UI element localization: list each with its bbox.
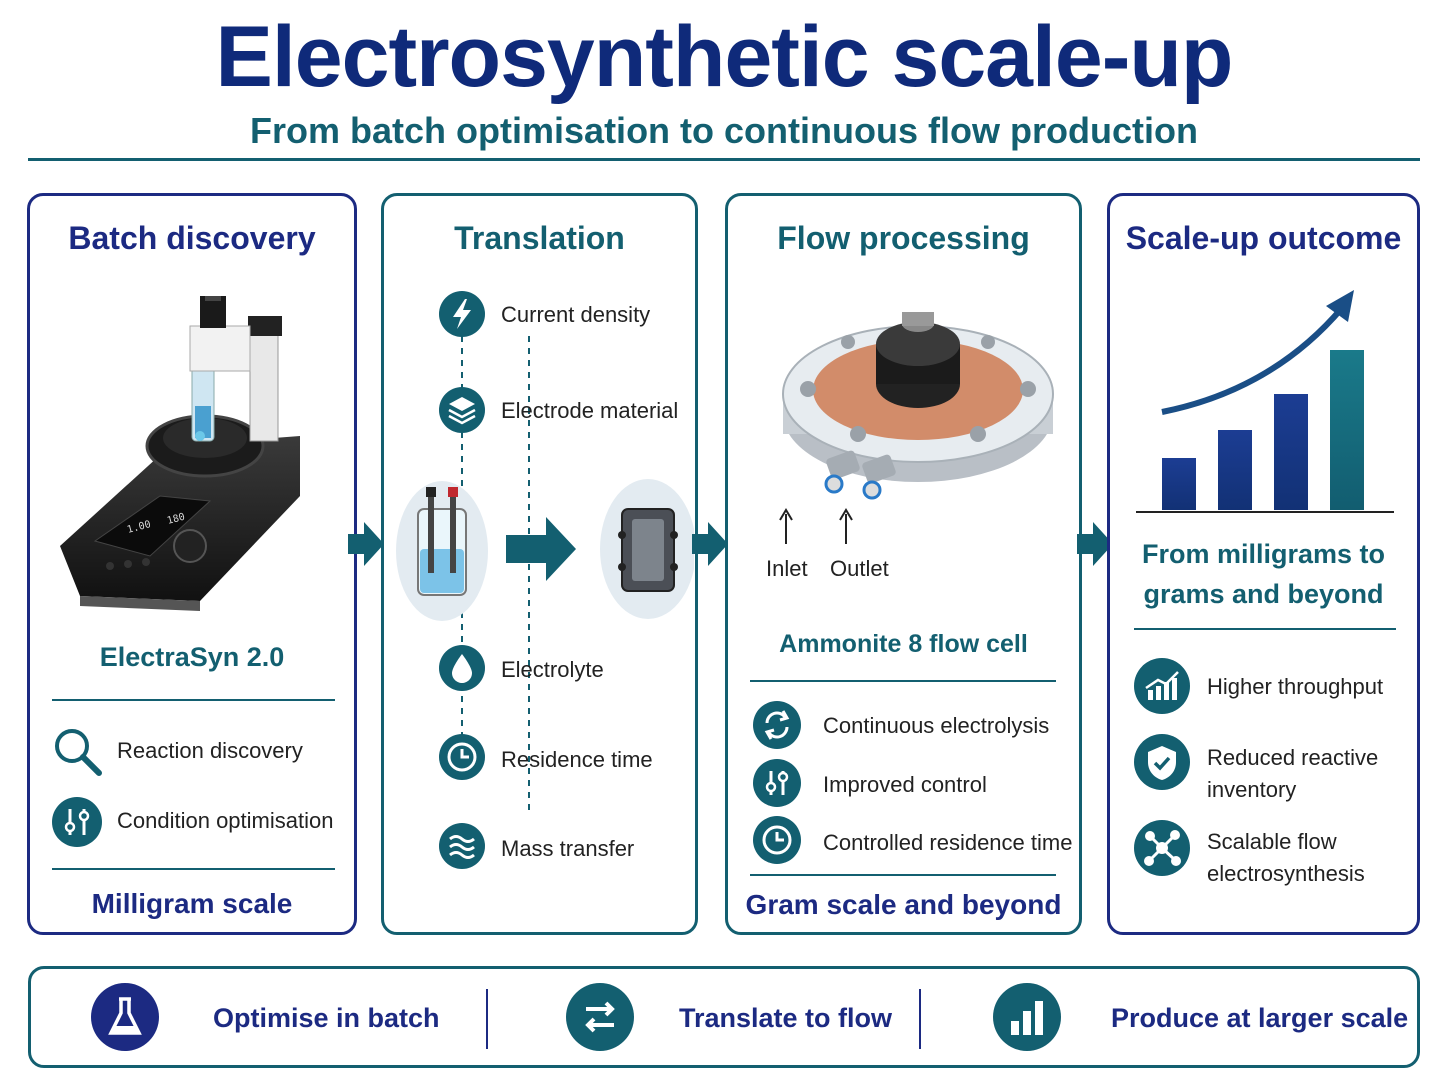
list-item: Scalable flow electrosynthesis	[1207, 826, 1365, 890]
list-item: Current density	[501, 302, 651, 327]
flow-cell-illustration	[782, 312, 1054, 500]
device-label: Ammonite 8 flow cell	[779, 630, 1028, 658]
flask-icon	[91, 983, 159, 1051]
list-item: Reaction discovery	[117, 738, 303, 763]
svg-text:180: 180	[166, 512, 186, 527]
network-icon	[1134, 820, 1190, 876]
header-divider	[28, 158, 1420, 161]
list-item: Reduced reactive inventory	[1207, 742, 1378, 806]
outcome-summary: From milligrams to grams and beyond	[1110, 534, 1417, 614]
list-item-line: electrosynthesis	[1207, 861, 1365, 886]
list-item: Higher throughput	[1207, 674, 1384, 699]
outlet-label: Outlet	[830, 556, 889, 581]
panel-title: Flow processing	[777, 220, 1030, 256]
scale-label: Milligram scale	[91, 888, 293, 919]
divider	[52, 868, 335, 870]
panel-title: Batch discovery	[68, 220, 316, 256]
panel-batch-discovery: Batch discovery 1.00 180 Electr	[27, 193, 357, 935]
list-item-line: inventory	[1207, 777, 1297, 802]
refresh-icon	[753, 701, 801, 749]
footer-separator	[919, 989, 921, 1049]
footer-step: Translate to flow	[679, 1003, 893, 1033]
footer-step: Produce at larger scale	[1111, 1003, 1409, 1033]
flow-arrow-icon	[348, 522, 384, 566]
lightning-icon	[439, 291, 485, 337]
growth-bar-chart-icon	[1136, 290, 1394, 513]
page-title: Electrosynthetic scale-up	[215, 9, 1234, 105]
footer-step: Optimise in batch	[213, 1003, 440, 1033]
footer-separator	[486, 989, 488, 1049]
shield-check-icon	[1134, 734, 1190, 790]
divider	[52, 699, 335, 701]
inlet-label: Inlet	[766, 556, 808, 581]
list-item: Electrode material	[501, 398, 679, 423]
list-item: Electrolyte	[501, 657, 604, 682]
droplet-icon	[439, 645, 485, 691]
waves-icon	[439, 823, 485, 869]
layers-icon	[439, 387, 485, 433]
scale-label: Gram scale and beyond	[745, 889, 1062, 920]
panel-scale-up-outcome: Scale-up outcome From milligrams to gram…	[1107, 193, 1420, 935]
flow-arrow-icon	[692, 522, 728, 566]
swap-icon	[566, 983, 634, 1051]
divider	[1134, 628, 1396, 630]
panel-title: Scale-up outcome	[1125, 220, 1402, 256]
list-item: Improved control	[823, 772, 987, 797]
list-item: Residence time	[501, 747, 653, 772]
clock-icon	[439, 734, 485, 780]
panel-translation: Translation Current density Electrode ma…	[381, 193, 698, 935]
divider	[750, 680, 1056, 682]
list-item: Continuous electrolysis	[823, 713, 1050, 738]
electrasyn-device-illustration: 1.00 180	[60, 296, 300, 611]
inlet-outlet-arrows	[779, 508, 853, 544]
panel-title: Translation	[454, 220, 625, 256]
search-icon	[55, 729, 102, 776]
clock-icon	[753, 816, 801, 864]
list-item-line: Scalable flow	[1207, 829, 1337, 854]
sliders-icon	[753, 759, 801, 807]
list-item: Mass transfer	[501, 836, 635, 861]
summary-line: grams and beyond	[1143, 579, 1384, 609]
page-subtitle: From batch optimisation to continuous fl…	[250, 110, 1198, 151]
flow-arrow-icon	[1077, 522, 1113, 566]
list-item-line: Reduced reactive	[1207, 745, 1379, 770]
list-item: Controlled residence time	[823, 830, 1073, 855]
bar-chart-icon	[993, 983, 1061, 1051]
list-item: Condition optimisation	[117, 808, 334, 833]
footer-steps-bar: Optimise in batch Translate to flow Prod…	[28, 966, 1420, 1068]
device-label: ElectraSyn 2.0	[99, 642, 285, 672]
batch-to-flow-illustration	[396, 479, 694, 621]
sliders-icon	[52, 797, 102, 847]
chart-up-icon	[1134, 658, 1190, 714]
divider	[750, 874, 1056, 876]
panel-flow-processing: Flow processing Inlet Outlet Ammonite 8 …	[725, 193, 1082, 935]
summary-line: From milligrams to	[1141, 539, 1386, 569]
